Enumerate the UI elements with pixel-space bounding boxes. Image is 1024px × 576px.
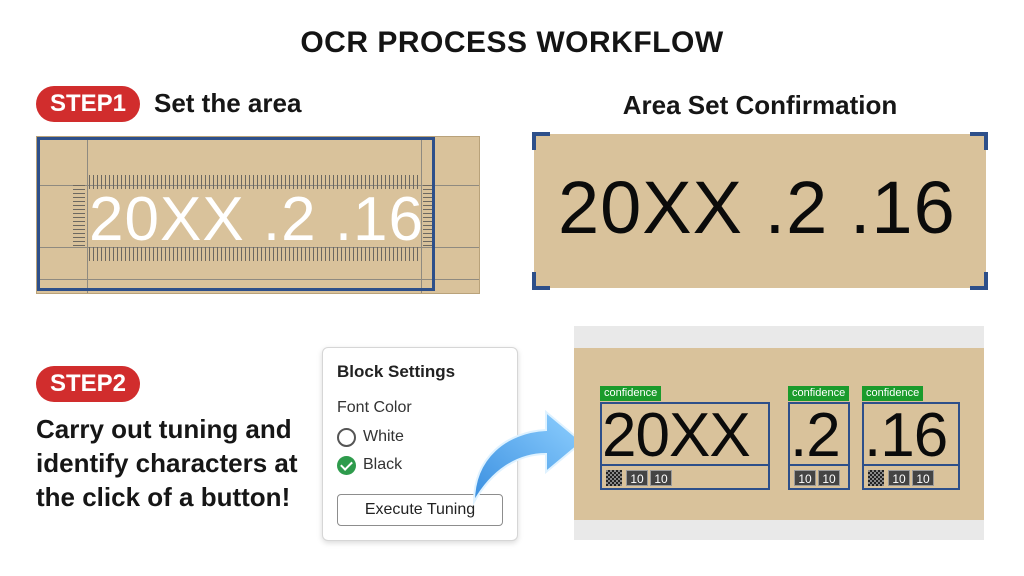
confirmation-title: Area Set Confirmation <box>622 90 898 120</box>
result-block-3-text: .16 <box>864 401 948 470</box>
confirmation-panel: 20XX .2 .16 <box>534 134 986 288</box>
step1-badge: STEP1 <box>36 86 141 122</box>
black-radio-label[interactable]: Black <box>363 456 403 473</box>
result-block-3[interactable]: .16 10 10 <box>862 402 960 490</box>
value-badge: 10 <box>912 470 934 486</box>
step2-badge: STEP2 <box>36 366 141 402</box>
result-block-1[interactable]: 20XX 10 10 <box>600 402 770 490</box>
step2-description: Carry out tuning and identify characters… <box>36 414 298 512</box>
result-block-1-text: 20XX <box>602 401 751 470</box>
value-badge: 10 <box>888 470 910 486</box>
block-settings-title: Block Settings <box>337 362 456 381</box>
result-block-2-text: .2 <box>790 401 841 470</box>
qr-code-icon <box>606 470 622 486</box>
result-block-2[interactable]: .2 10 10 <box>788 402 850 490</box>
step1-title: Set the area <box>154 88 302 118</box>
value-badge: 10 <box>794 470 816 486</box>
step1-area-panel: 20XX .2 .16 <box>36 136 480 294</box>
arrow-icon <box>472 409 584 506</box>
page-title: OCR PROCESS WORKFLOW <box>300 26 724 59</box>
corner-handle-top-left[interactable] <box>532 132 550 150</box>
corner-handle-bottom-left[interactable] <box>532 272 550 290</box>
corner-handle-top-right[interactable] <box>970 132 988 150</box>
white-radio[interactable] <box>337 428 356 447</box>
font-color-label: Font Color <box>337 399 412 416</box>
confidence-tag: confidence <box>862 386 924 401</box>
block-settings-card: Block Settings Font Color White Black Ex… <box>322 347 518 541</box>
black-radio[interactable] <box>337 456 356 475</box>
value-badge: 10 <box>650 470 672 486</box>
area-selection-frame[interactable] <box>37 137 435 291</box>
value-badge: 10 <box>818 470 840 486</box>
white-radio-label[interactable]: White <box>363 428 404 445</box>
value-badge: 10 <box>626 470 648 486</box>
confidence-tag: confidence <box>788 386 850 401</box>
ocr-result-panel: confidence 20XX 10 10 confidence .2 10 1… <box>574 326 984 540</box>
confidence-tag: confidence <box>600 386 662 401</box>
confirmation-text: 20XX .2 .16 <box>558 166 956 249</box>
corner-handle-bottom-right[interactable] <box>970 272 988 290</box>
step1-sample-text: 20XX .2 .16 <box>89 185 425 254</box>
qr-code-icon <box>868 470 884 486</box>
execute-tuning-button[interactable]: Execute Tuning <box>337 494 503 526</box>
